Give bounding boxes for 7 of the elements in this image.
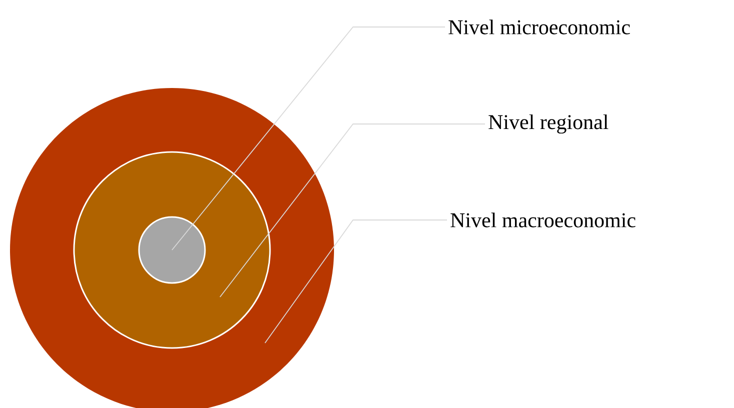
level-label: Nivel macroeconomic xyxy=(450,212,636,228)
level-label: Nivel microeconomic xyxy=(448,20,630,34)
ring-circle xyxy=(138,216,206,284)
level-label: Nivel regional xyxy=(488,114,608,134)
leader-line xyxy=(264,220,448,344)
leader-line xyxy=(220,124,486,298)
leader-line xyxy=(172,26,446,250)
